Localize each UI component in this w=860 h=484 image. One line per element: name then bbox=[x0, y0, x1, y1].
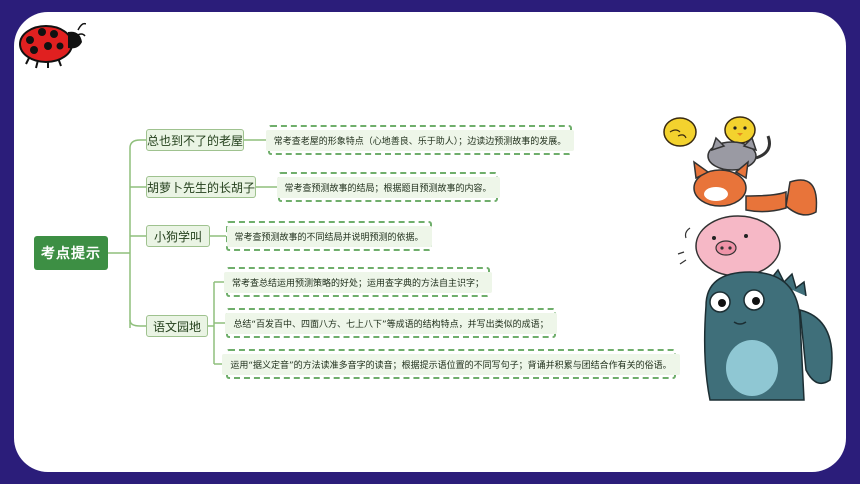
ladybug-icon bbox=[19, 22, 86, 69]
note-garden-2: 总结“百发百中、四面八方、七上八下”等成语的结构特点，并写出类似的成语； bbox=[225, 308, 557, 338]
chick-icon bbox=[663, 117, 697, 147]
topic-puppy-barks: 小狗学叫 bbox=[146, 225, 210, 247]
note-garden-1: 常考查总结运用预测策略的好处；运用查字典的方法自主识字； bbox=[224, 267, 493, 297]
note-mr-carrot: 常考查预测故事的结局；根据题目预测故事的内容。 bbox=[276, 172, 500, 202]
dinosaur-icon bbox=[703, 268, 833, 401]
cat-icon bbox=[707, 135, 771, 171]
stacked-animals-illustration bbox=[663, 116, 833, 401]
topic-old-house: 总也到不了的老屋 bbox=[146, 129, 244, 151]
topic-mr-carrot: 胡萝卜先生的长胡子 bbox=[146, 176, 256, 198]
pig-icon bbox=[677, 215, 781, 277]
note-garden-3: 运用“据义定音”的方法读准多音字的读音；根据提示语位置的不同写句子；背诵并积累与… bbox=[222, 349, 680, 379]
note-puppy-barks: 常考查预测故事的不同结局并说明预测的依据。 bbox=[226, 221, 432, 251]
mindmap-root: 考点提示 bbox=[34, 236, 108, 270]
note-old-house: 常考查老屋的形象特点（心地善良、乐于助人）；边读边预测故事的发展。 bbox=[265, 125, 575, 155]
chick-icon bbox=[724, 116, 756, 144]
fox-icon bbox=[693, 160, 818, 216]
topic-language-garden: 语文园地 bbox=[146, 315, 208, 337]
